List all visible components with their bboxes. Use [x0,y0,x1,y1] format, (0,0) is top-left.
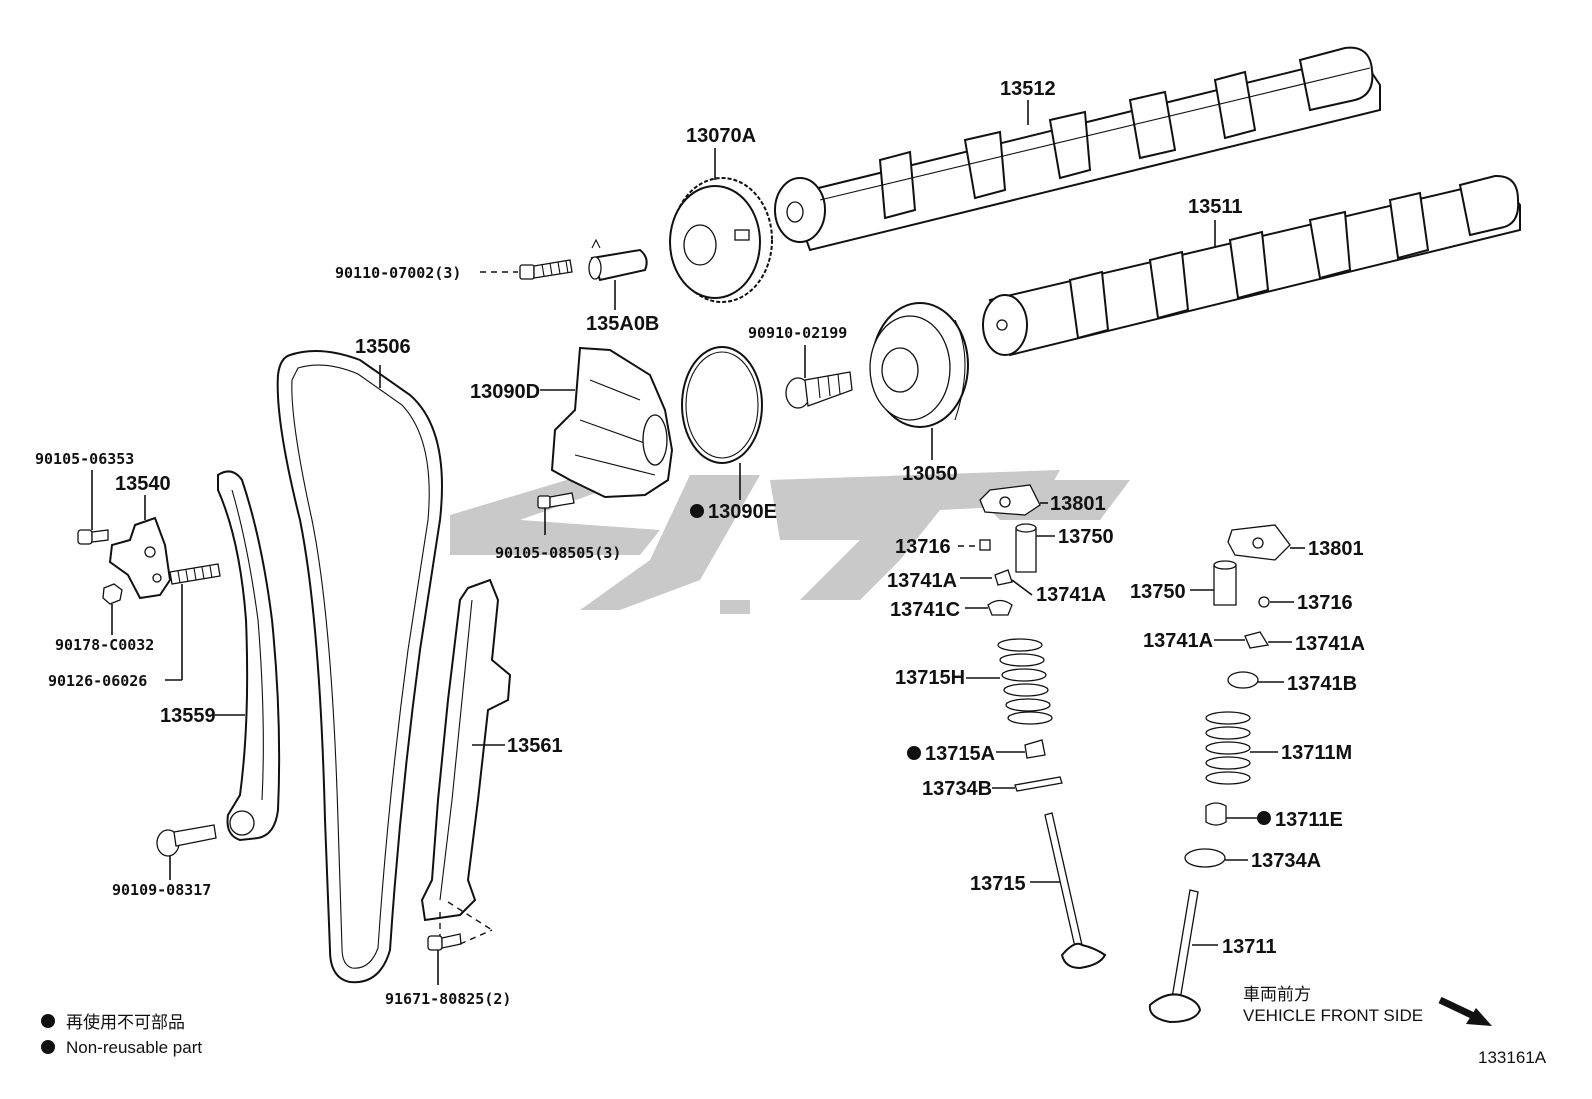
non-reusable-dot [907,746,921,760]
rocker-arm-13801-a [979,484,1041,516]
keeper-13741A-a [994,569,1013,586]
lash-adjuster-13750-a [1015,523,1037,573]
bolt-90109 [156,824,217,857]
label-90105-06353: 90105-06353 [35,450,134,468]
label-91671: 91671-80825(2) [385,990,511,1008]
label-13090D: 13090D [470,381,540,403]
nut-90178 [102,583,123,605]
label-135A0B: 135A0B [586,313,659,335]
label-13741B: 13741B [1287,673,1357,695]
legend-dot [41,1014,55,1028]
valve-13711 [1148,889,1202,1024]
camshaft-13512 [774,46,1381,252]
stud-90126 [169,563,221,585]
label-13506: 13506 [355,336,411,358]
label-13540: 13540 [115,473,171,495]
bolt-90910 [785,371,853,409]
tensioner-13540 [108,516,172,600]
label-13750-b: 13750 [1130,581,1186,603]
label-13741A-a: 13741A [887,570,957,592]
label-13561: 13561 [507,735,563,757]
label-13715: 13715 [970,873,1026,895]
front-arrow-icon [1438,996,1492,1026]
label-13559: 13559 [160,705,216,727]
retainer-13741B [1227,671,1259,689]
non-reusable-dot [1257,811,1271,825]
retainer-13741C [987,599,1013,616]
legend-jp: 再使用不可部品 [66,1012,185,1032]
legend-en: Non-reusable part [66,1038,202,1057]
label-90126: 90126-06026 [48,672,147,690]
label-13711E: 13711E [1275,809,1343,831]
figure-id: 133161A [1478,1048,1547,1067]
label-13734B: 13734B [922,778,992,800]
label-90178: 90178-C0032 [55,636,154,654]
keeper-13741A-b [1244,631,1270,649]
direction-jp: 車両前方 [1243,985,1311,1004]
bolt-90105-06353 [77,529,109,545]
label-90109: 90109-08317 [112,881,211,899]
label-13711M: 13711M [1281,742,1352,764]
label-13711: 13711 [1222,936,1277,958]
seal-13711E [1205,802,1227,826]
label-13734A: 13734A [1251,850,1321,872]
label-90910: 90910-02199 [748,324,847,342]
label-13090E: 13090E [708,501,777,523]
valve-13715 [1044,812,1107,970]
seal-13715A [1024,739,1046,759]
label-13716-b: 13716 [1297,592,1353,614]
chain-guide-13561 [420,578,512,922]
label-13801-a: 13801 [1050,493,1106,515]
legend-dot [41,1040,55,1054]
label-13512: 13512 [1000,78,1056,100]
label-13741A-b: 13741A [1036,584,1106,606]
label-90105-08505: 90105-08505(3) [495,544,621,562]
vvt-sprocket-13070A [669,177,773,303]
pad-13716-a [979,539,991,551]
oil-control-valve-135A0B [588,238,648,282]
bolt-90105-08505 [537,492,575,509]
label-13750-a: 13750 [1058,526,1114,548]
non-reusable-dot [690,504,704,518]
vvt-gear-13050 [869,302,969,428]
label-13511: 13511 [1188,196,1243,218]
washer-13734A [1184,848,1226,868]
valve-spring-13715H [997,638,1053,725]
lash-adjuster-13750-b [1213,560,1237,606]
label-13801-b: 13801 [1308,538,1364,560]
label-13050: 13050 [902,463,958,485]
washer-13734B [1014,776,1063,792]
label-13070A: 13070A [686,125,756,147]
label-13715H: 13715H [895,667,965,689]
bolt-90110 [519,259,573,280]
valve-spring-13711M [1205,711,1251,785]
cover-13090D [550,346,674,499]
label-13716-a: 13716 [895,536,951,558]
label-13741C: 13741C [890,599,960,621]
chain-slipper-13559 [217,470,281,842]
timing-chain-13506 [276,350,443,984]
pad-13716-b [1258,596,1270,608]
rocker-arm-13801-b [1227,524,1291,561]
label-13741A-c: 13741A [1143,630,1213,652]
gasket-13090E [681,346,763,464]
label-90110: 90110-07002(3) [335,264,461,282]
label-13741A-d: 13741A [1295,633,1365,655]
label-13715A: 13715A [925,743,995,765]
direction-en: VEHICLE FRONT SIDE [1243,1006,1423,1025]
bolt-91671 [427,933,462,951]
camshaft-13511 [982,174,1521,357]
